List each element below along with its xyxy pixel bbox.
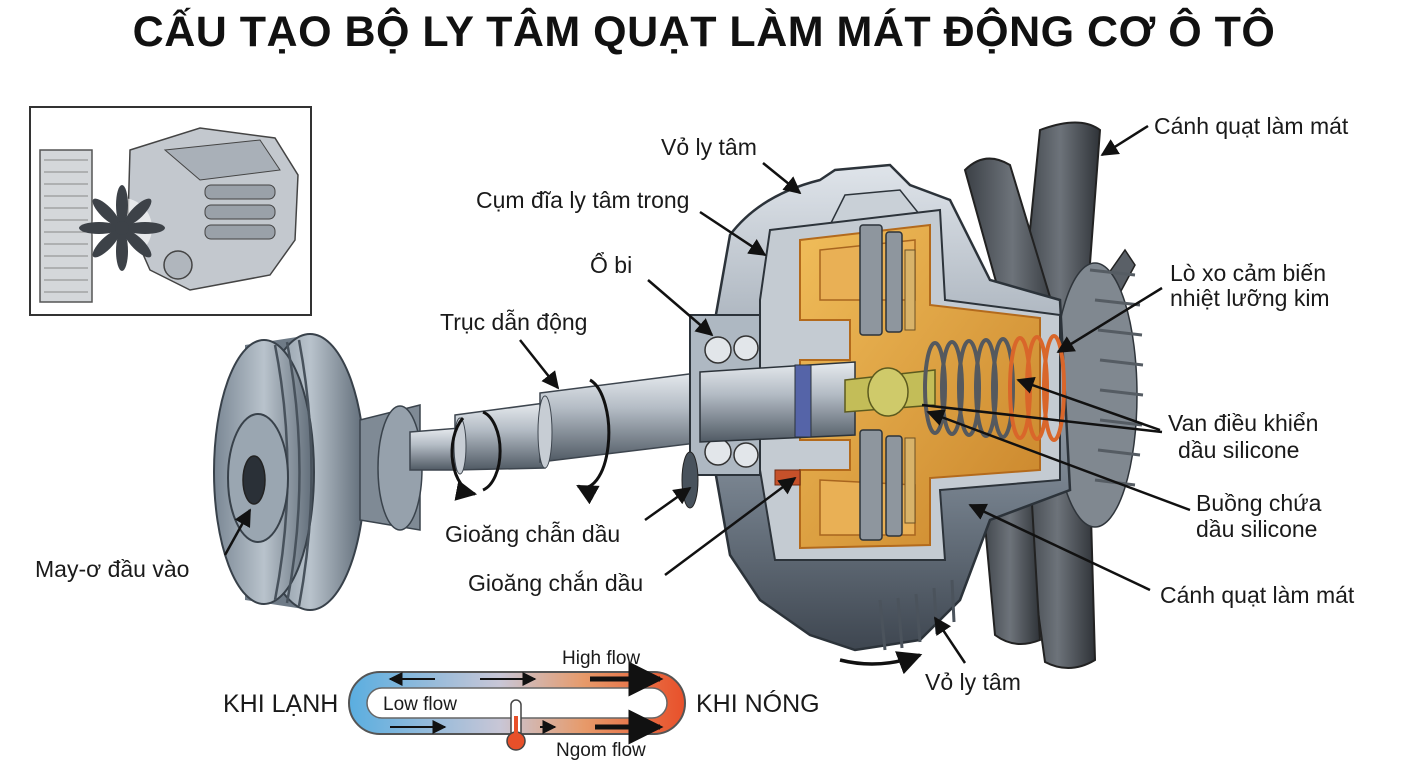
flow-legend: [348, 661, 686, 751]
label-reservoir-line2: dầu silicone: [1196, 516, 1317, 542]
label-valve-line1: Van điều khiển: [1168, 410, 1318, 436]
drive-shaft: [409, 371, 706, 505]
label-inner-disc: Cụm đĩa ly tâm trong: [476, 187, 689, 213]
label-drive-shaft: Trục dẫn động: [440, 309, 587, 335]
label-fan-bottom: Cánh quạt làm mát: [1160, 582, 1355, 608]
label-bearing: Ổ bi: [590, 251, 632, 278]
label-housing-bottom: Vỏ ly tâm: [925, 669, 1021, 695]
legend-hot-label: KHI NÓNG: [696, 689, 820, 718]
legend-high-flow: High flow: [562, 648, 640, 669]
label-seal-1: Gioăng chẫn dầu: [445, 521, 620, 547]
input-pulley: [213, 333, 423, 611]
cooling-fan-blades: [963, 121, 1144, 669]
label-seal-2: Gioăng chắn dầu: [468, 570, 643, 596]
label-valve-line2: dầu silicone: [1178, 437, 1299, 463]
callout-lines: [223, 124, 1191, 664]
label-input-hub: May-ơ đầu vào: [35, 556, 189, 582]
legend-ngom-flow: Ngom flow: [556, 740, 646, 761]
label-housing-top: Vỏ ly tâm: [661, 134, 757, 160]
page-title: CẤU TẠO BỘ LY TÂM QUẠT LÀM MÁT ĐỘNG CƠ Ô…: [132, 8, 1276, 56]
clutch-housing: [681, 163, 1072, 675]
label-spring-line2: nhiệt lưỡng kim: [1170, 285, 1330, 311]
engine-inset: [29, 106, 312, 316]
label-spring-line1: Lò xo cảm biến: [1170, 260, 1326, 286]
label-reservoir-line1: Buồng chứa: [1196, 490, 1322, 516]
label-fan-top: Cánh quạt làm mát: [1154, 113, 1349, 139]
legend-low-flow: Low flow: [383, 694, 457, 715]
legend-cold-label: KHI LẠNH: [223, 690, 338, 718]
